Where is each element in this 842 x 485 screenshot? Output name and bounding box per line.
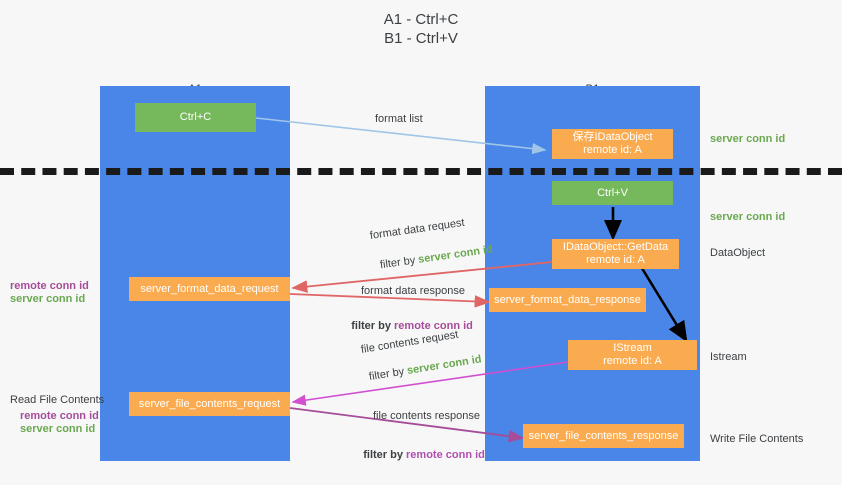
edge-label-file-contents-response: file contents response bbox=[373, 410, 481, 422]
section-divider bbox=[0, 168, 842, 175]
box-server-format-data-response[interactable]: server_format_data_response bbox=[489, 288, 646, 312]
edge-label-format-data-response: format data response bbox=[361, 285, 465, 297]
annotation-write-file-contents: Write File Contents bbox=[710, 433, 804, 445]
box-server-format-data-request[interactable]: server_format_data_request bbox=[129, 277, 290, 301]
box-idataobject-title: 保存IDataObject bbox=[572, 131, 653, 143]
edge-label-format-data-response-filter: filter by remote conn id bbox=[339, 305, 473, 347]
annotation-dataobject: DataObject bbox=[710, 247, 766, 259]
page-title: A1 - Ctrl+C B1 - Ctrl+V bbox=[383, 11, 459, 47]
filter-prefix: filter by bbox=[379, 253, 420, 272]
box-istream[interactable]: IStream remote id: A bbox=[568, 340, 697, 370]
box-ctrl-v-label: Ctrl+V bbox=[597, 186, 628, 199]
annotation-server-conn-id-second: server conn id bbox=[710, 211, 786, 223]
box-server-format-data-response-label: server_format_data_response bbox=[494, 293, 641, 306]
box-idataobject-remote-id: remote id: A bbox=[583, 144, 642, 156]
box-idataobject[interactable]: 保存IDataObject remote id: A bbox=[552, 129, 673, 159]
annotation-server-conn-id-top: server conn id bbox=[710, 133, 786, 145]
box-istream-title: IStream bbox=[613, 342, 652, 354]
box-ctrl-v[interactable]: Ctrl+V bbox=[552, 181, 673, 205]
edge-label-format-list: format list bbox=[375, 113, 423, 125]
filter-value-remote-conn-id: remote conn id bbox=[406, 449, 485, 461]
edge-label-file-contents-response-filter: filter by remote conn id bbox=[351, 434, 485, 476]
box-idataobject-getdata[interactable]: IDataObject::GetData remote id: A bbox=[552, 239, 679, 269]
box-server-file-contents-request[interactable]: server_file_contents_request bbox=[129, 392, 290, 416]
annotation-server-conn-id-left-bottom: server conn id bbox=[20, 423, 96, 435]
filter-prefix: filter by bbox=[368, 365, 409, 384]
box-server-format-data-request-label: server_format_data_request bbox=[140, 282, 279, 295]
annotation-server-conn-id-left-top: server conn id bbox=[10, 293, 86, 305]
box-ctrl-c-label: Ctrl+C bbox=[179, 111, 212, 123]
box-getdata-remote-id: remote id: A bbox=[586, 254, 645, 266]
filter-value-server-conn-id: server conn id bbox=[406, 353, 483, 377]
box-server-file-contents-response-label: server_file_contents_response bbox=[528, 429, 679, 442]
filter-prefix: filter by bbox=[351, 320, 395, 332]
annotation-remote-conn-id-top: remote conn id bbox=[10, 280, 89, 292]
filter-value-server-conn-id: server conn id bbox=[417, 243, 494, 266]
box-istream-remote-id: remote id: A bbox=[603, 355, 662, 367]
box-server-file-contents-response[interactable]: server_file_contents_response bbox=[523, 424, 684, 448]
filter-prefix: filter by bbox=[363, 449, 407, 461]
annotation-istream: Istream bbox=[710, 351, 747, 363]
box-ctrl-c[interactable]: Ctrl+C bbox=[135, 103, 256, 132]
filter-value-remote-conn-id: remote conn id bbox=[394, 320, 473, 332]
annotation-remote-conn-id-bottom: remote conn id bbox=[20, 410, 99, 422]
annotation-read-file-contents: Read File Contents bbox=[10, 394, 105, 406]
box-getdata-title: IDataObject::GetData bbox=[562, 241, 669, 253]
box-server-file-contents-request-label: server_file_contents_request bbox=[138, 397, 281, 410]
